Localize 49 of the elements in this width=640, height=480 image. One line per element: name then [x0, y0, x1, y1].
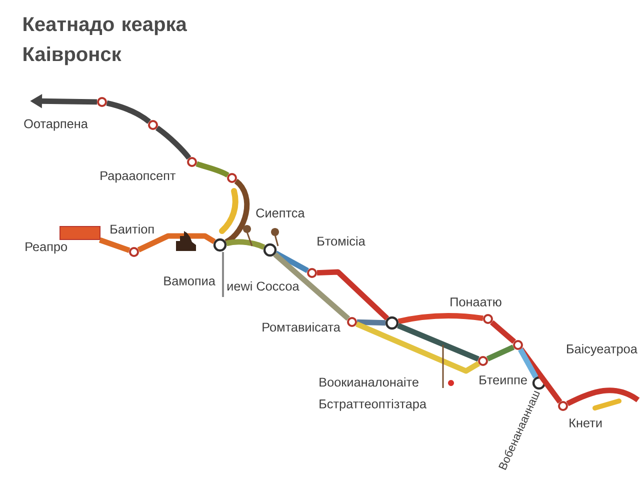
title: Кеатнадо кеарка Каівронск: [24, 17, 187, 66]
route-line: [98, 237, 130, 253]
station-circle: [347, 317, 357, 327]
route-line: [486, 344, 515, 362]
route-line: [490, 320, 516, 344]
station-circle: [307, 268, 317, 278]
route-line: [196, 161, 230, 178]
station-name: Реапро: [26, 242, 68, 254]
station-circle: [227, 173, 237, 183]
station-name: Бтеиппе: [480, 376, 527, 384]
station-circle: [263, 243, 277, 257]
station-name: Баісуеатроа: [567, 344, 638, 356]
station-name: Рарааопсепт: [100, 171, 176, 183]
station-name: Баитіоп: [110, 224, 154, 234]
terminus-bar: [60, 226, 100, 240]
station-circle: [558, 401, 568, 411]
route-line: [273, 252, 350, 321]
station-name: Бтомісіа: [318, 236, 366, 246]
map-label: иеwі Соссоа: [227, 281, 300, 291]
station-name: Сиептса: [256, 208, 305, 218]
station-circle: [187, 157, 197, 167]
station-circle: [483, 314, 493, 324]
route-line: [397, 323, 480, 362]
map-label: Воокианалонаіте: [320, 377, 418, 387]
station-circle: [213, 238, 227, 252]
station-name: Понаатю: [450, 298, 502, 306]
station-name: Оотарпена: [24, 119, 88, 131]
route-line: [224, 179, 250, 244]
map-label: Бстраттеоптізтара: [320, 399, 426, 411]
route-line: [356, 319, 386, 326]
route-line: [356, 321, 480, 374]
route-line: [398, 313, 484, 324]
station-circle: [385, 316, 399, 330]
station-circle: [97, 97, 107, 107]
route-line: [106, 100, 151, 124]
route-line: [566, 388, 640, 406]
station-name: Ромтавиісата: [262, 322, 340, 332]
route-line: [518, 348, 538, 379]
station-name: Кнети: [570, 418, 602, 428]
route-line: [155, 126, 192, 160]
station-circle: [478, 356, 488, 366]
station-circle: [129, 247, 139, 257]
station-circle: [513, 340, 523, 350]
route-line: [226, 239, 266, 250]
route-line: [316, 269, 390, 320]
route-line: [137, 233, 216, 252]
route-line: [274, 250, 309, 274]
station-name: Вамопиа: [164, 276, 216, 286]
station-circle: [148, 120, 158, 130]
